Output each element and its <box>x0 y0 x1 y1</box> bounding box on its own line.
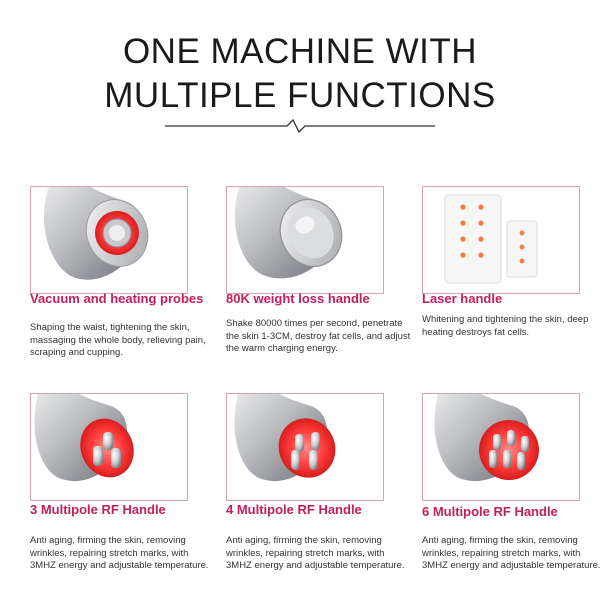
card-description: Shaping the waist, tightening the skin, … <box>30 322 206 358</box>
card-title: Laser handle <box>422 291 503 306</box>
rf-3-pole-icon <box>34 394 134 482</box>
rf-6-pole-icon <box>434 394 539 482</box>
cavitation-handle-icon <box>234 187 343 279</box>
card-description: Anti aging, firming the skin, removing w… <box>226 535 405 571</box>
card-title: 6 Multipole RF Handle <box>422 504 558 519</box>
laser-handle-image-frame <box>422 186 580 294</box>
card-title: 4 Multipole RF Handle <box>226 502 362 517</box>
rf-4-pole-image-frame <box>226 393 384 501</box>
card-title: 3 Multipole RF Handle <box>30 502 166 517</box>
vacuum-probe-image-frame <box>30 186 188 294</box>
rf-4-pole-icon <box>234 394 336 482</box>
vacuum-probe-icon <box>43 187 149 280</box>
rf-3-pole-image-frame <box>30 393 188 501</box>
rf-6-pole-image-frame <box>422 393 580 501</box>
card-title: Vacuum and heating probes <box>30 291 204 306</box>
card-description: Shake 80000 times per second, penetrate … <box>226 318 411 354</box>
heartbeat-divider <box>165 118 435 134</box>
cavitation-handle-image-frame <box>226 186 384 294</box>
headline-line-2: MULTIPLE FUNCTIONS <box>104 76 496 115</box>
card-description: Anti aging, firming the skin, removing w… <box>422 535 600 571</box>
headline: ONE MACHINE WITH MULTIPLE FUNCTIONS <box>0 30 600 118</box>
laser-pad-icon <box>444 194 538 284</box>
card-title: 80K weight loss handle <box>226 291 370 306</box>
card-description: Anti aging, firming the skin, removing w… <box>30 535 209 571</box>
headline-line-1: ONE MACHINE WITH <box>122 32 478 71</box>
card-description: Whitening and tightening the skin, deep … <box>422 314 589 338</box>
